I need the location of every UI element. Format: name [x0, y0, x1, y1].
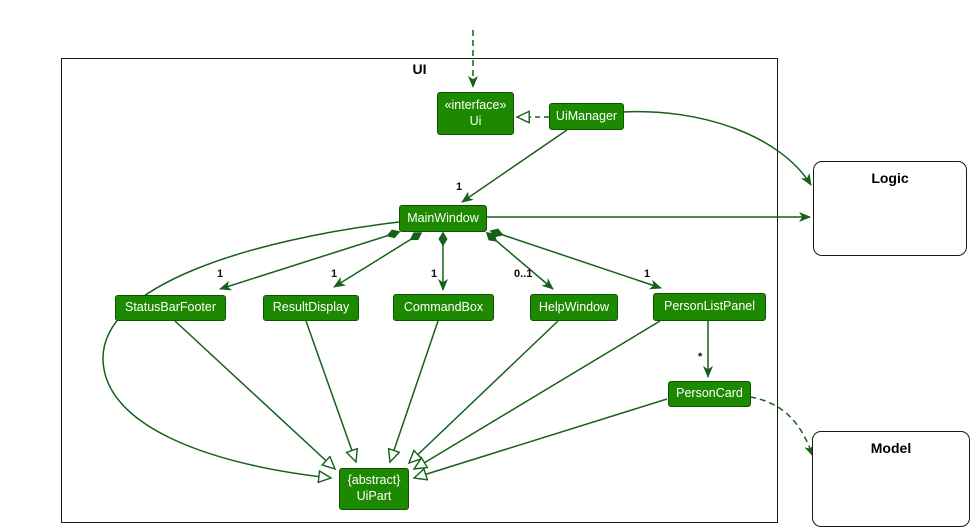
class-uimanager: UiManager: [549, 103, 624, 130]
class-personcard: PersonCard: [668, 381, 751, 407]
multiplicity-mainwindow: 1: [456, 181, 463, 193]
uimanager-name: UiManager: [555, 108, 618, 123]
multiplicity-resultdisplay: 1: [331, 268, 338, 280]
multiplicity-personcard: *: [698, 351, 703, 363]
commandbox-name: CommandBox: [403, 299, 484, 314]
statusbarfooter-name: StatusBarFooter: [124, 300, 216, 315]
ui-interface-name: Ui: [469, 113, 482, 128]
multiplicity-statusbarfooter: 1: [217, 268, 224, 280]
ui-frame-label: UI: [412, 61, 427, 77]
class-commandbox: CommandBox: [393, 294, 494, 321]
class-personlistpanel: PersonListPanel: [653, 293, 766, 321]
multiplicity-helpwindow: 0..1: [514, 268, 533, 280]
model-component-box: Model: [812, 431, 970, 527]
ui-frame: [61, 58, 778, 523]
class-mainwindow: MainWindow: [399, 205, 487, 232]
class-statusbarfooter: StatusBarFooter: [115, 295, 226, 321]
logic-label: Logic: [871, 170, 909, 186]
class-resultdisplay: ResultDisplay: [263, 295, 359, 321]
resultdisplay-name: ResultDisplay: [272, 300, 350, 315]
class-helpwindow: HelpWindow: [530, 294, 618, 321]
logic-component-box: Logic: [813, 161, 967, 256]
uipart-stereotype: {abstract}: [347, 473, 401, 488]
class-ui-interface: «interface» Ui: [437, 92, 514, 135]
class-uipart: {abstract} UiPart: [339, 468, 409, 510]
helpwindow-name: HelpWindow: [538, 299, 610, 314]
uipart-name: UiPart: [356, 489, 392, 503]
personcard-name: PersonCard: [676, 386, 743, 401]
multiplicity-commandbox: 1: [431, 268, 438, 280]
mainwindow-name: MainWindow: [407, 210, 479, 225]
personlistpanel-name: PersonListPanel: [663, 299, 756, 314]
multiplicity-personlistpanel: 1: [644, 268, 651, 280]
ui-interface-stereotype: «interface»: [444, 97, 507, 112]
model-label: Model: [870, 440, 912, 456]
